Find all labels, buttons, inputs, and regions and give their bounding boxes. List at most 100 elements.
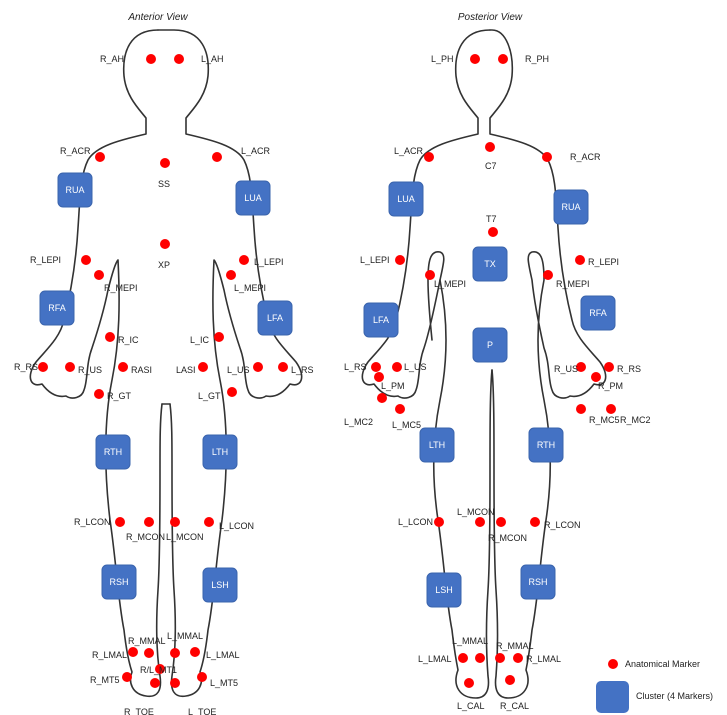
posterior-cluster-lua: LUA (388, 181, 424, 217)
posterior-marker-label-l-lepi: L_LEPI (360, 255, 390, 265)
anterior-marker-r-rs (38, 362, 48, 372)
anterior-marker-label-r-us: R_US (78, 365, 102, 375)
anterior-marker-l-lmal (190, 647, 200, 657)
anterior-marker-label-r-gt: R_GT (107, 391, 132, 401)
anterior-marker-ss (160, 158, 170, 168)
posterior-cluster-lfa: LFA (363, 302, 399, 338)
anterior-marker-l-mt5 (197, 672, 207, 682)
posterior-marker-l-mc2 (377, 393, 387, 403)
anterior-marker-r-toe (150, 678, 160, 688)
anterior-marker-label-l-acr: L_ACR (241, 146, 271, 156)
posterior-cluster-rsh: RSH (520, 564, 556, 600)
anterior-marker-label-l-lepi: L_LEPI (254, 257, 284, 267)
posterior-cluster-label-lsh: LSH (435, 585, 453, 595)
anterior-cluster-label-rfa: RFA (48, 303, 66, 313)
posterior-marker-label-r-acr: R_ACR (570, 152, 601, 162)
anterior-cluster-label-lfa: LFA (267, 313, 283, 323)
legend-marker-label: Anatomical Marker (625, 659, 700, 669)
posterior-marker-r-rs (604, 362, 614, 372)
posterior-cluster-box-lua (388, 181, 424, 217)
posterior-cluster-p: P (472, 327, 508, 363)
anterior-marker-r-mcon (144, 517, 154, 527)
posterior-cluster-label-lua: LUA (397, 194, 415, 204)
posterior-cluster-box-lsh (426, 572, 462, 608)
posterior-marker-label-l-acr: L_ACR (394, 146, 424, 156)
anterior-marker-label-l-mt5: L_MT5 (210, 678, 238, 688)
posterior-marker-label-l-mmal: L_MMAL (452, 636, 488, 646)
posterior-cluster-lsh: LSH (426, 572, 462, 608)
anterior-marker-label-r-mt5: R_MT5 (90, 675, 120, 685)
anterior-outline-path-2 (157, 29, 303, 698)
posterior-marker-l-pm (374, 372, 384, 382)
anterior-cluster-box-lth (202, 434, 238, 470)
posterior-marker-label-l-mepi: L_MEPI (434, 279, 466, 289)
anterior-marker-label-l-mcon: L_MCON (166, 532, 204, 542)
anterior-marker-label-r-ic: R_IC (118, 335, 139, 345)
anterior-marker-label-r-l-mt1: R/L_MT1 (140, 665, 177, 675)
anterior-cluster-label-rth: RTH (104, 447, 122, 457)
posterior-cluster-box-rsh (520, 564, 556, 600)
anterior-marker-lasi (198, 362, 208, 372)
anterior-cluster-box-lsh (202, 567, 238, 603)
anterior-marker-l-lcon (204, 517, 214, 527)
anterior-cluster-rfa: RFA (39, 290, 75, 326)
posterior-marker-r-us (576, 362, 586, 372)
anterior-marker-l-gt (227, 387, 237, 397)
posterior-cluster-label-rsh: RSH (528, 577, 547, 587)
anterior-marker-label-l-mepi: L_MEPI (234, 283, 266, 293)
posterior-cluster-tx: TX (472, 246, 508, 282)
anterior-cluster-rth: RTH (95, 434, 131, 470)
anterior-cluster-rua: RUA (57, 172, 93, 208)
posterior-marker-l-acr (424, 152, 434, 162)
anterior-marker-label-r-ah: R_AH (100, 54, 124, 64)
posterior-marker-label-r-ph: R_PH (525, 54, 549, 64)
anterior-marker-l-toe (170, 678, 180, 688)
anterior-marker-rasi (118, 362, 128, 372)
legend-cluster-icon (596, 681, 629, 713)
posterior-marker-label-t7: T7 (486, 214, 497, 224)
posterior-marker-r-mcon (496, 517, 506, 527)
anterior-marker-label-l-ic: L_IC (190, 335, 210, 345)
posterior-cluster-label-rua: RUA (561, 202, 580, 212)
posterior-marker-label-r-cal: R_CAL (500, 701, 529, 711)
posterior-cluster-box-lth (419, 427, 455, 463)
posterior-cluster-lth: LTH (419, 427, 455, 463)
posterior-marker-r-mmal (495, 653, 505, 663)
posterior-marker-label-r-pm: R_PM (598, 381, 623, 391)
anterior-marker-label-r-rs: R_RS (14, 362, 38, 372)
anterior-cluster-lfa: LFA (257, 300, 293, 336)
anterior-outline-path-0 (29, 29, 163, 698)
anterior-marker-xp (160, 239, 170, 249)
anterior-cluster-box-rsh (101, 564, 137, 600)
anterior-marker-label-r-lepi: R_LEPI (30, 255, 61, 265)
anterior-marker-label-xp: XP (158, 260, 170, 270)
legend-marker-icon (608, 659, 618, 669)
anterior-cluster-label-lua: LUA (244, 193, 262, 203)
anterior-cluster-label-rua: RUA (65, 185, 84, 195)
anterior-cluster-box-rua (57, 172, 93, 208)
posterior-marker-label-l-rs: L_RS (344, 362, 367, 372)
posterior-marker-r-mc5 (576, 404, 586, 414)
posterior-marker-l-mc5 (395, 404, 405, 414)
anterior-marker-label-r-mepi: R_MEPI (104, 283, 138, 293)
posterior-marker-label-c7: C7 (485, 161, 497, 171)
posterior-cluster-box-rua (553, 189, 589, 225)
anterior-marker-l-rs (278, 362, 288, 372)
posterior-marker-label-r-lmal: R_LMAL (526, 654, 561, 664)
posterior-marker-label-r-mcon: R_MCON (488, 533, 527, 543)
posterior-cluster-label-p: P (487, 340, 493, 350)
anterior-marker-label-l-lcon: L_LCON (219, 521, 254, 531)
anterior-marker-label-l-mmal: L_MMAL (167, 631, 203, 641)
posterior-cluster-box-tx (472, 246, 508, 282)
posterior-cluster-label-rth: RTH (537, 440, 555, 450)
posterior-view-title: Posterior View (458, 12, 523, 23)
anterior-cluster-lth: LTH (202, 434, 238, 470)
posterior-cluster-label-lth: LTH (429, 440, 445, 450)
anterior-marker-label-r-lmal: R_LMAL (92, 650, 127, 660)
posterior-cluster-box-lfa (363, 302, 399, 338)
posterior-cluster-label-rfa: RFA (589, 308, 607, 318)
posterior-marker-c7 (485, 142, 495, 152)
posterior-marker-label-l-pm: L_PM (381, 381, 405, 391)
anterior-marker-label-l-gt: L_GT (198, 391, 221, 401)
